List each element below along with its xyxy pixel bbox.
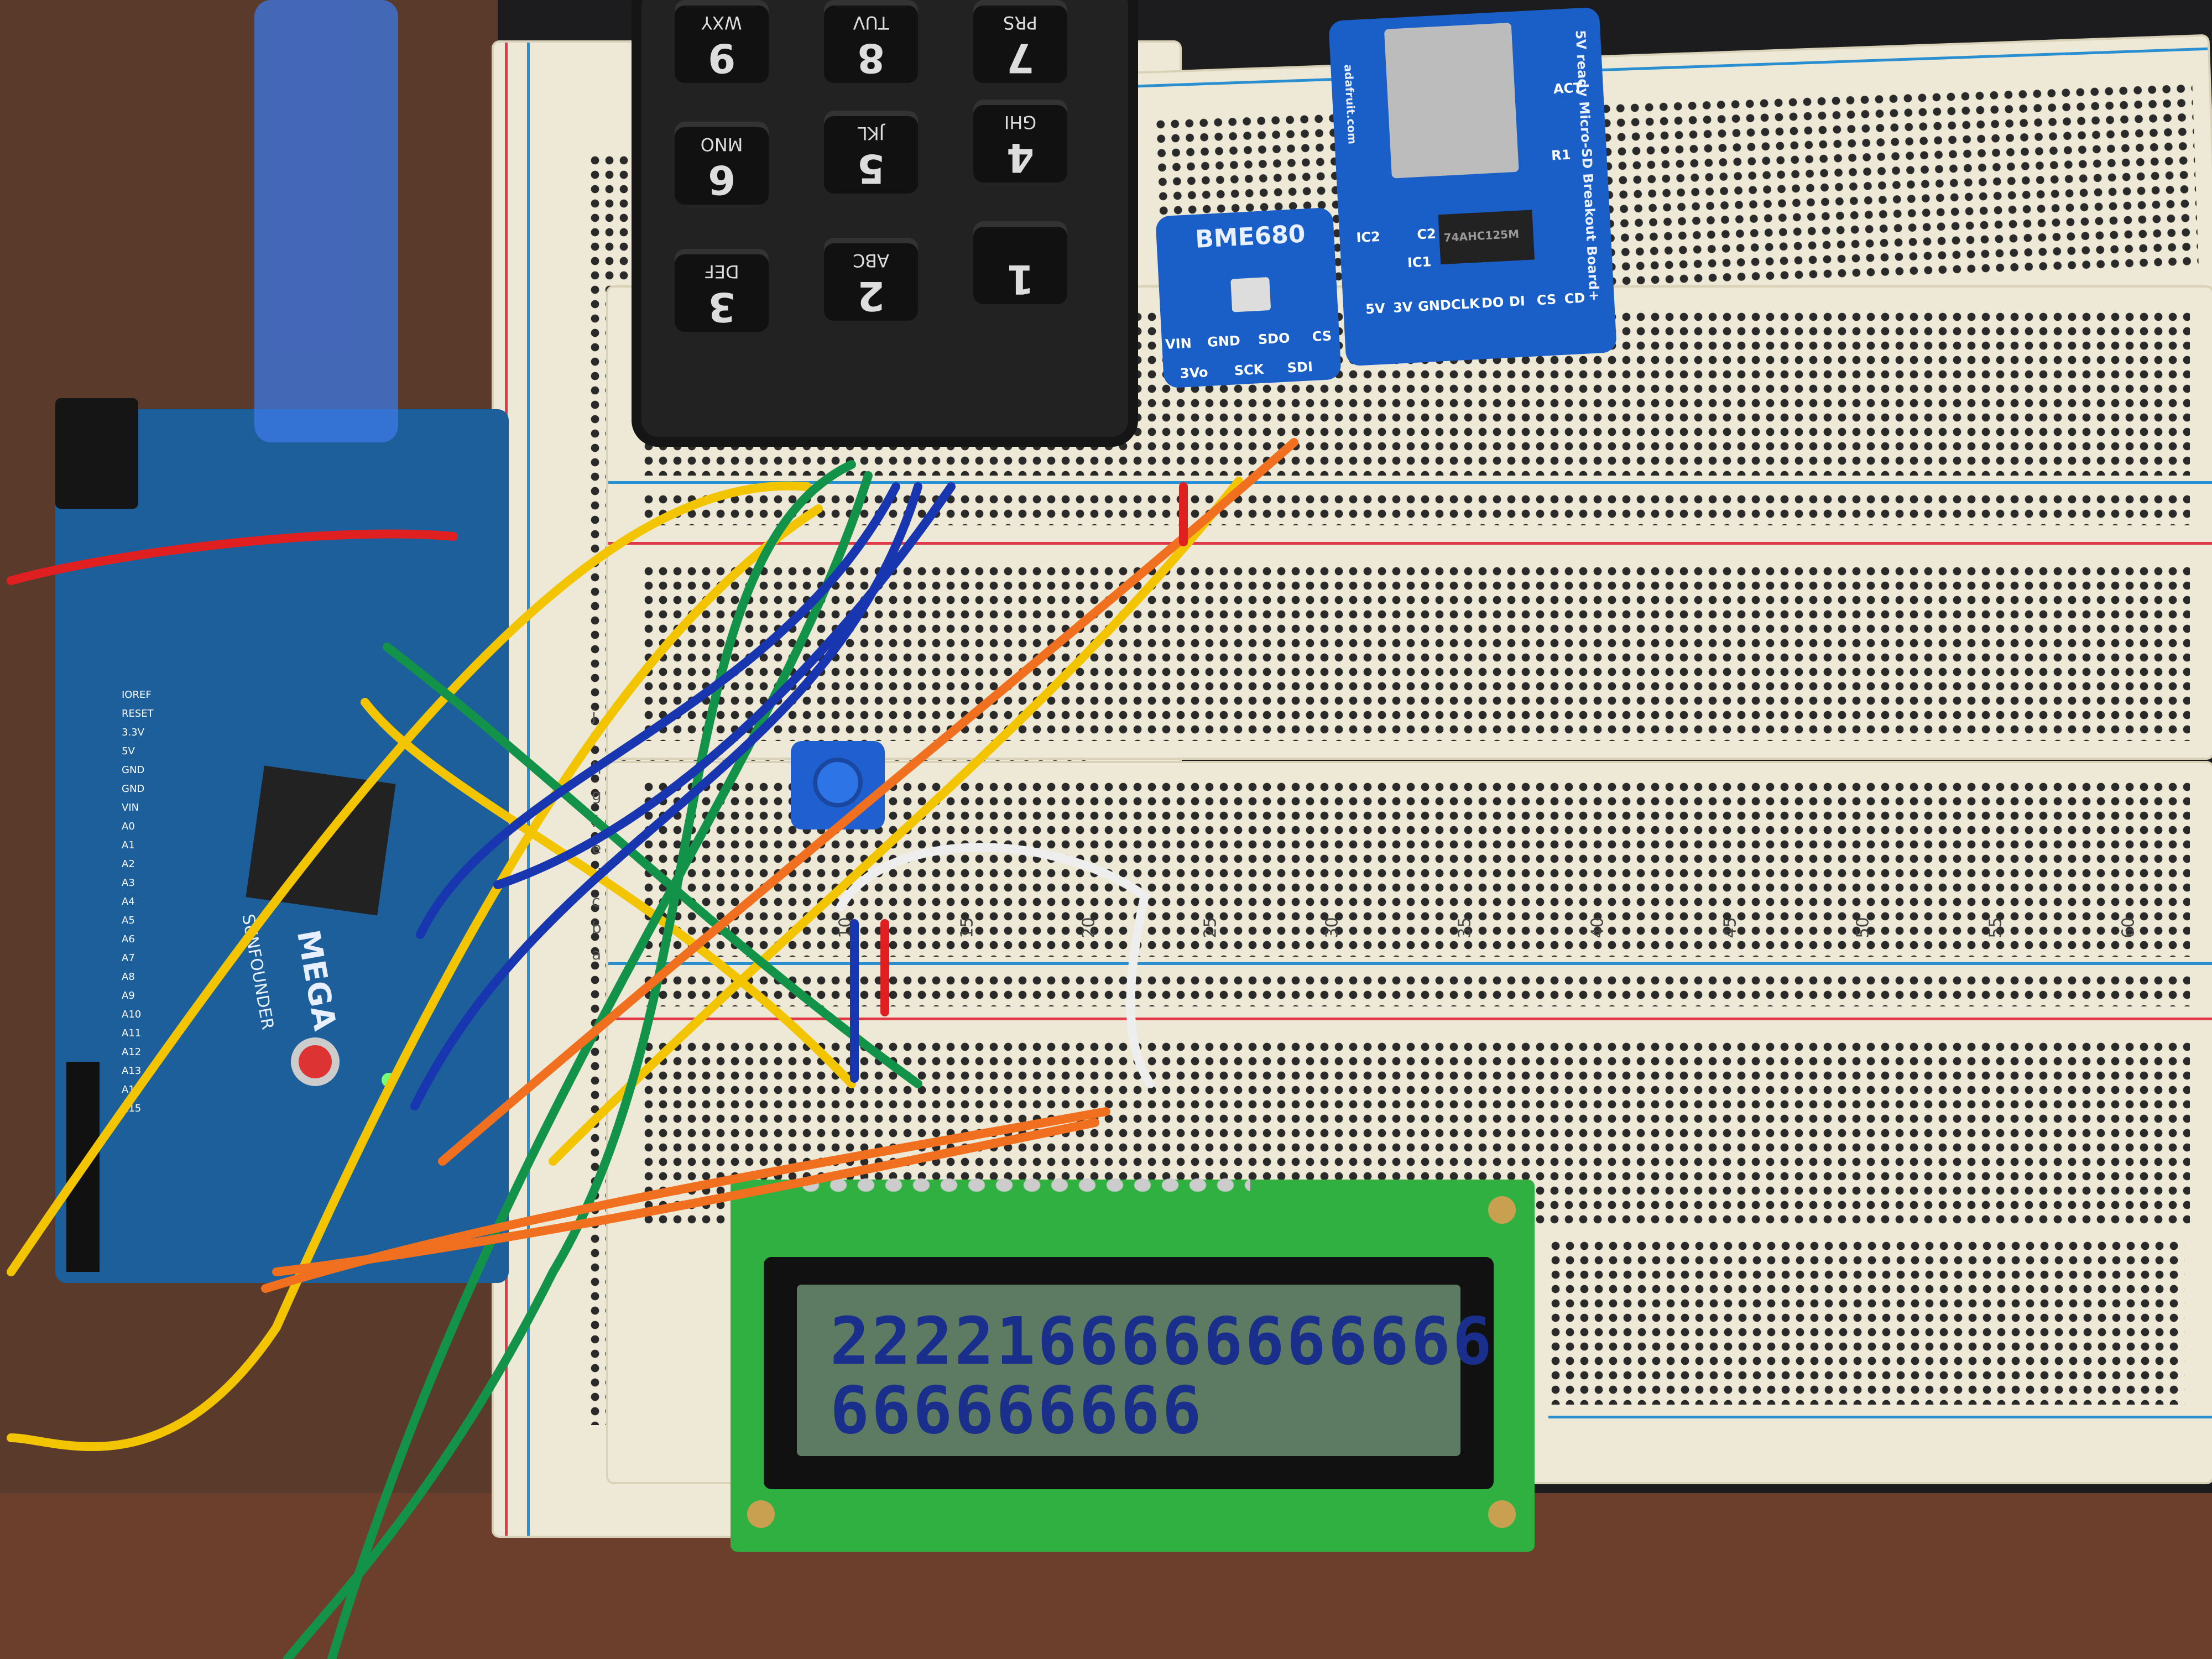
column-number-row: 5 10 15 20 25 30 35 40 45 50 55 60: [714, 917, 2138, 938]
lcd-16x2-module: 2222166666666666 666666666: [731, 1174, 1535, 1552]
sensor-chip: [1230, 276, 1271, 312]
bme680-sensor-board: BME680 VIN 3Vo GND SCK SDO SDI CS: [1155, 207, 1342, 389]
micro-sd-breakout-board: 5V ready Micro-SD Breakout Board+ adafru…: [1328, 7, 1618, 367]
potentiometer[interactable]: [791, 741, 885, 830]
key-1[interactable]: 1: [973, 221, 1067, 304]
mounting-hole: [747, 1500, 775, 1528]
power-led: [382, 1073, 396, 1087]
usb-cable: [254, 0, 398, 442]
lcd-header-pins: [797, 1174, 1250, 1196]
lcd-line-2: 666666666: [830, 1372, 1204, 1448]
lcd-screen: 2222166666666666 666666666: [797, 1285, 1494, 1456]
mounting-hole: [1488, 1196, 1516, 1224]
dc-power-jack: [55, 398, 138, 509]
mounting-hole: [1488, 1500, 1516, 1528]
sd-card-slot: [1384, 22, 1519, 179]
lcd-line-1: 2222166666666666: [830, 1303, 1494, 1379]
buffer-chip: 74AHC125M: [1438, 210, 1535, 265]
reset-button[interactable]: [299, 1045, 332, 1078]
header-pins: [66, 1062, 100, 1272]
lcd-bezel: 2222166666666666 666666666: [764, 1257, 1494, 1489]
microcontroller-chip: [246, 765, 396, 916]
bme680-label: BME680: [1194, 220, 1306, 254]
